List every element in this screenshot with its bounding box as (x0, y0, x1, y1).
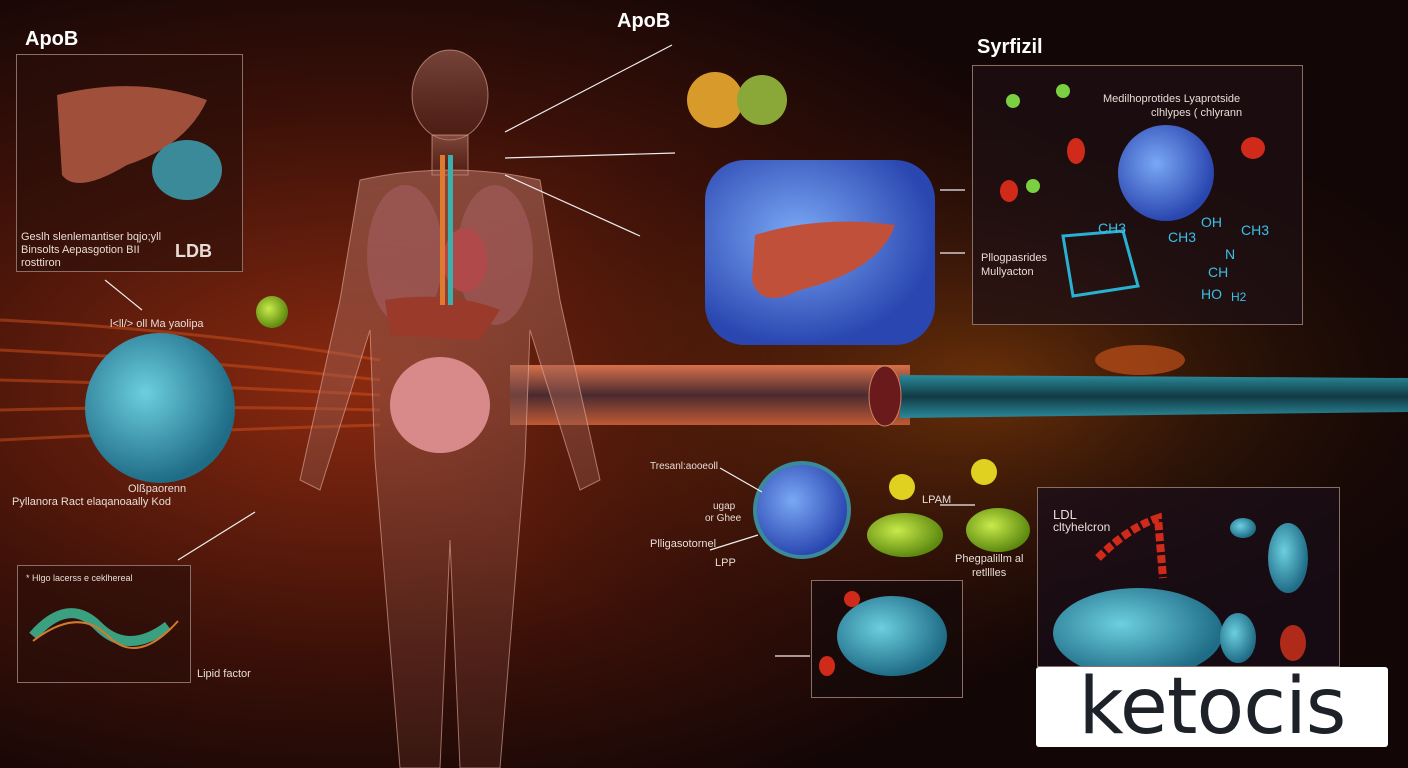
chem-panel-text: clhlypes ( chlyrann (1151, 107, 1243, 119)
arrows (104, 44, 975, 657)
formula-atom: CH3 (1241, 222, 1270, 238)
ldl-panel-title: LDL (1053, 507, 1077, 522)
cluster-label: LPAM (922, 494, 952, 506)
formula-atom: HO (1201, 286, 1222, 302)
cluster-label: or Ghee (705, 513, 742, 524)
organs (367, 155, 533, 453)
formula-atom: CH (1208, 264, 1229, 280)
ketocis-logo: ketocis (1036, 667, 1388, 747)
liver-panel-text: Geslh slenlemantiser bqjo;yll (21, 231, 162, 243)
cluster-label: Tresanl:aooeoll (650, 461, 719, 472)
ldl-panel: LDL cltyhelcron (1037, 487, 1340, 678)
chem-panel-text: Mullyacton (981, 266, 1034, 278)
chem-panel-text: Pllogpasrides (981, 252, 1048, 264)
formula-atom: OH (1201, 214, 1222, 230)
ldl-illustration (1053, 512, 1308, 678)
protein-cluster-illustration (819, 591, 947, 676)
liver-panel: Geslh slenlemantiser bqjo;yll Binsolts A… (16, 54, 243, 272)
formula-atom: N (1225, 246, 1236, 262)
lipid-panel: * Hlgo lacerss e ceklhereal (17, 565, 191, 683)
heading-apob-center: ApoB (617, 10, 671, 32)
lipid-factor-caption: Lipid factor (197, 668, 251, 680)
human-body (299, 49, 601, 768)
cluster-label: retlllles (972, 567, 1007, 579)
chemistry-panel: Medilhoprotides Lyaprotside clhlypes ( c… (972, 65, 1303, 325)
cluster-label: Plligasotornel (650, 538, 717, 550)
liver-illustration (57, 86, 222, 200)
cluster-label: ugap (713, 501, 736, 512)
heading-apob-left: ApoB (25, 28, 79, 50)
protein-strand-illustration (29, 608, 179, 649)
formula-atom: CH3 (1098, 220, 1127, 236)
lipid-panel-label: * Hlgo lacerss e ceklhereal (26, 573, 133, 583)
logo-text: ketocis (1078, 662, 1347, 752)
chem-panel-text: Medilhoprotides Lyaprotside (1103, 93, 1241, 105)
ldl-panel-subtitle: cltyhelcron (1053, 520, 1111, 534)
protein-spheres (85, 72, 1185, 559)
sphere-top-label: l<ll/> oll Ma yaolipa (110, 318, 204, 330)
molecule-illustration (1000, 84, 1265, 298)
liver-panel-tag: LDB (175, 241, 212, 261)
cluster-label: Phegpalillm al (955, 553, 1024, 565)
heading-syrfizil: Syrfizil (977, 36, 1043, 58)
liver-panel-text: rosttiron (21, 257, 61, 269)
formula-atom: H2 (1231, 290, 1247, 304)
sphere-label: Olßpaorenn (128, 483, 187, 495)
protein-panel (811, 580, 963, 698)
cluster-label: LPP (715, 557, 736, 569)
sphere-label: Pyllanora Ract elaqanoaally Kod (12, 496, 171, 508)
formula-atom: CH3 (1168, 229, 1197, 245)
liver-panel-text: Binsolts Aepasgotion BII (21, 244, 140, 256)
